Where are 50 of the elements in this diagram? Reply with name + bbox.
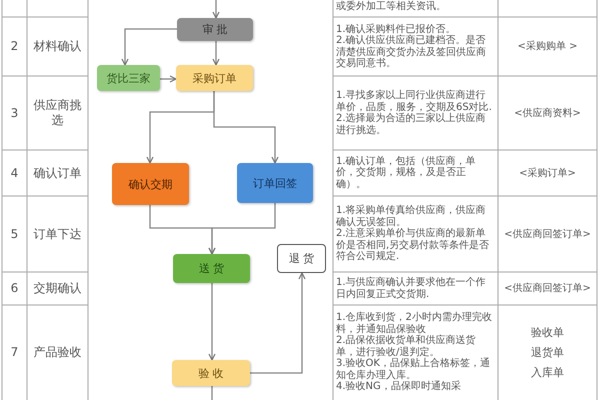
form-name: <供应商回签订单> <box>503 228 592 242</box>
arrow <box>208 283 216 361</box>
step-description: 4.验收NG，品保即时通知采 <box>336 381 462 393</box>
step-name: 材料确认 <box>32 39 82 54</box>
row-number: 7 <box>10 345 20 360</box>
form-name: 入库单 <box>531 364 564 380</box>
step-name: 确认订单 <box>32 166 82 180</box>
arrow <box>250 272 306 374</box>
step-description: 2.品保依据收货单和供应商送货单，进行验收/退判定。 <box>336 335 477 358</box>
form-name: <供应商资料> <box>513 106 582 120</box>
form-name: <采购购单 > <box>516 40 578 54</box>
arrow <box>213 91 279 164</box>
connector-line <box>211 386 213 400</box>
process-box: 验 收 <box>172 360 250 386</box>
form-name: <供应商回签订单> <box>503 282 592 296</box>
step-description: 2.选择最为合适的三家以上供应商进行挑选。 <box>336 113 487 136</box>
process-box: 送 货 <box>173 254 250 283</box>
process-box: 审 批 <box>177 18 253 41</box>
step-description: 1.确认订单，包括（供应商，单价，交货期，规格，及是否正确）。 <box>336 156 477 190</box>
step-name: 供应商挑选 <box>32 98 82 128</box>
arrow <box>160 75 177 83</box>
step-description: 1.确认采购料件已报价否。 <box>336 24 457 34</box>
process-box: 确认交期 <box>112 163 189 205</box>
form-name: <采购订单> <box>518 166 577 180</box>
row-number: 3 <box>10 106 20 120</box>
process-box: 采购订单 <box>176 65 253 91</box>
row-number: 2 <box>10 39 20 54</box>
row-number: 5 <box>10 226 20 242</box>
step-description: 2.确认供应供应商已建档否。是否清楚供应商交货办法及签回供应商交易同意书。 <box>336 35 487 70</box>
step-description: 3.验收OK，品保贴上合格标签，通知仓库办理入库。 <box>336 358 491 381</box>
step-name: 交期确认 <box>32 281 82 296</box>
step-name: 产品验收 <box>32 345 82 360</box>
row-number: 6 <box>10 281 20 296</box>
form-name: 验收单 <box>531 324 564 340</box>
arrow <box>121 28 177 66</box>
process-box: 货比三家 <box>97 65 160 91</box>
process-box: 订单回签 <box>237 163 313 203</box>
step-description: 1.将采购单传真给供应商，供应商确认无误签回。 <box>336 205 487 228</box>
step-description: 或委外加工等相关资讯。 <box>336 1 447 12</box>
arrow <box>212 41 220 66</box>
step-name: 订单下达 <box>32 226 82 242</box>
step-description: 1.寻找多家以上同行业供应商进行单价，品质，服务，交期及6S对比. <box>336 90 493 112</box>
row-number: 4 <box>10 166 20 180</box>
step-description: 1.与供应商确认并要求他在一个作日内回复正式交货期. <box>336 277 487 300</box>
process-box: 退 货 <box>277 244 326 273</box>
step-description: 2.注意采购单价与供应商的最新单价是否相同,另交易付款等条件是否符合公司规定. <box>336 228 490 263</box>
step-description: 1.仓库收到货，2小时内需办理完收料，并通知品保验收 <box>336 312 493 335</box>
arrow <box>208 203 276 255</box>
arrow <box>212 0 220 19</box>
form-name: 退货单 <box>531 344 564 360</box>
